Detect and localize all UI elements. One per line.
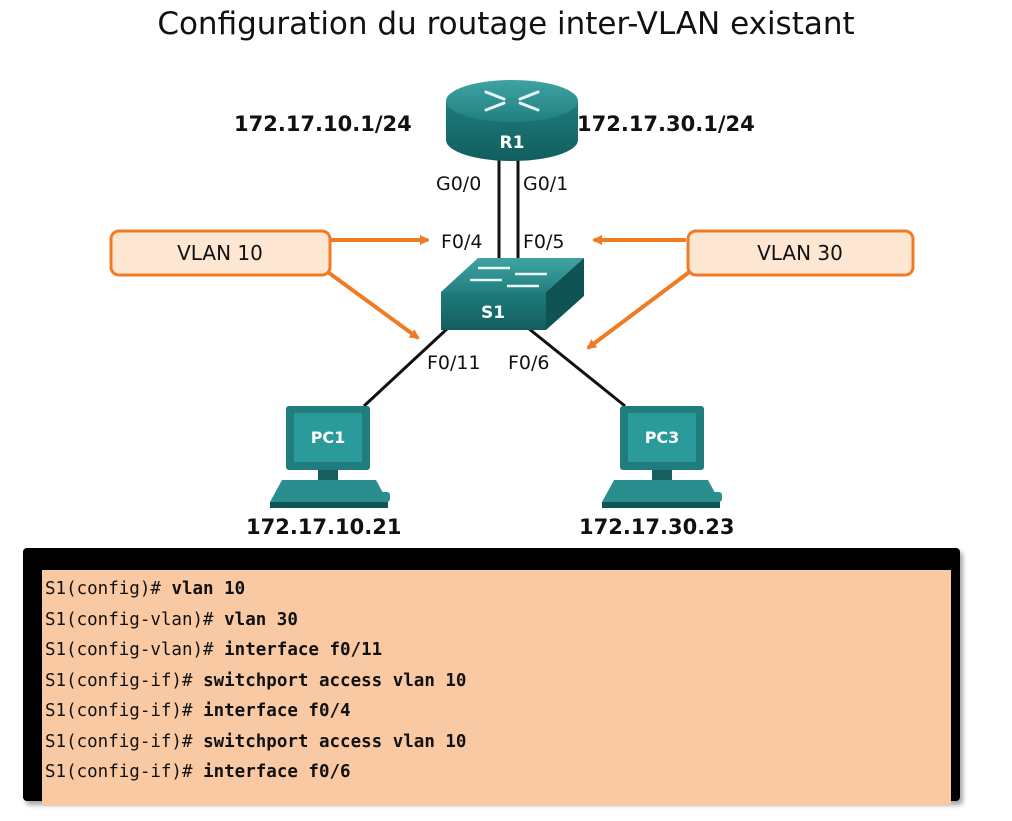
vlan30-label: VLAN 30 bbox=[757, 241, 843, 265]
router-ip-left: 172.17.10.1/24 bbox=[234, 112, 412, 136]
cli-prompt: S1(config)# bbox=[45, 579, 161, 599]
vlan-arrows bbox=[323, 235, 694, 350]
topology-diagram: R1 S1 PC1 PC3 bbox=[109, 80, 915, 539]
cli-prompt: S1(config-if)# bbox=[45, 701, 193, 721]
cli-command: interface f0/4 bbox=[203, 701, 351, 721]
pc3-ip: 172.17.30.23 bbox=[579, 515, 734, 539]
cli-line: S1(config-if)# switchport access vlan 10 bbox=[45, 727, 466, 758]
port-g0-0: G0/0 bbox=[436, 173, 481, 195]
cli-line: S1(config-if)# interface f0/4 bbox=[45, 696, 466, 727]
pc1[interactable]: PC1 bbox=[270, 406, 390, 508]
cli-prompt: S1(config-vlan)# bbox=[45, 609, 214, 630]
switch-label: S1 bbox=[481, 303, 505, 323]
link-s1-pc1 bbox=[362, 326, 450, 408]
port-f0-5: F0/5 bbox=[523, 231, 565, 253]
pc1-ip: 172.17.10.21 bbox=[246, 515, 401, 539]
cli-command: interface f0/6 bbox=[203, 762, 351, 782]
cli-line: S1(config)# vlan 10 bbox=[45, 574, 466, 605]
cli-command: interface f0/11 bbox=[224, 640, 383, 660]
cli-command: switchport access vlan 10 bbox=[203, 670, 467, 691]
cli-prompt: S1(config-if)# bbox=[45, 762, 193, 782]
pc1-label: PC1 bbox=[311, 428, 346, 447]
pc3[interactable]: PC3 bbox=[602, 406, 722, 508]
cli-line: S1(config-if)# switchport access vlan 10 bbox=[45, 666, 466, 697]
cli-prompt: S1(config-if)# bbox=[45, 670, 193, 691]
vlan10-callout: VLAN 10 bbox=[109, 229, 332, 277]
cli-command: vlan 10 bbox=[171, 579, 246, 599]
port-f0-11: F0/11 bbox=[427, 352, 481, 374]
cli-prompt: S1(config-vlan)# bbox=[45, 640, 214, 660]
pc3-label: PC3 bbox=[645, 428, 680, 447]
vlan10-label: VLAN 10 bbox=[177, 241, 263, 265]
router-r1[interactable]: R1 bbox=[446, 80, 578, 161]
router-switch-links bbox=[497, 160, 520, 265]
cli-output: S1(config)# vlan 10 S1(config-vlan)# vla… bbox=[42, 570, 951, 806]
cli-prompt: S1(config-if)# bbox=[45, 731, 193, 752]
router-ip-right: 172.17.30.1/24 bbox=[577, 112, 755, 136]
link-s1-pc3 bbox=[527, 326, 626, 408]
diagram-title: Configuration du routage inter-VLAN exis… bbox=[157, 6, 855, 42]
router-label: R1 bbox=[500, 133, 525, 153]
cli-line: S1(config-vlan)# interface f0/11 bbox=[45, 635, 466, 666]
cli-command: switchport access vlan 10 bbox=[203, 731, 467, 752]
vlan30-callout: VLAN 30 bbox=[686, 229, 915, 277]
port-f0-6: F0/6 bbox=[508, 352, 550, 374]
port-f0-4: F0/4 bbox=[441, 231, 483, 253]
cli-console: S1(config)# vlan 10 S1(config-vlan)# vla… bbox=[23, 548, 960, 806]
switch-s1[interactable]: S1 bbox=[441, 258, 584, 330]
cli-line: S1(config-if)# interface f0/6 bbox=[45, 757, 466, 788]
cli-line: S1(config-vlan)# vlan 30 bbox=[45, 605, 466, 636]
cli-command: vlan 30 bbox=[224, 609, 298, 630]
port-g0-1: G0/1 bbox=[523, 173, 568, 195]
